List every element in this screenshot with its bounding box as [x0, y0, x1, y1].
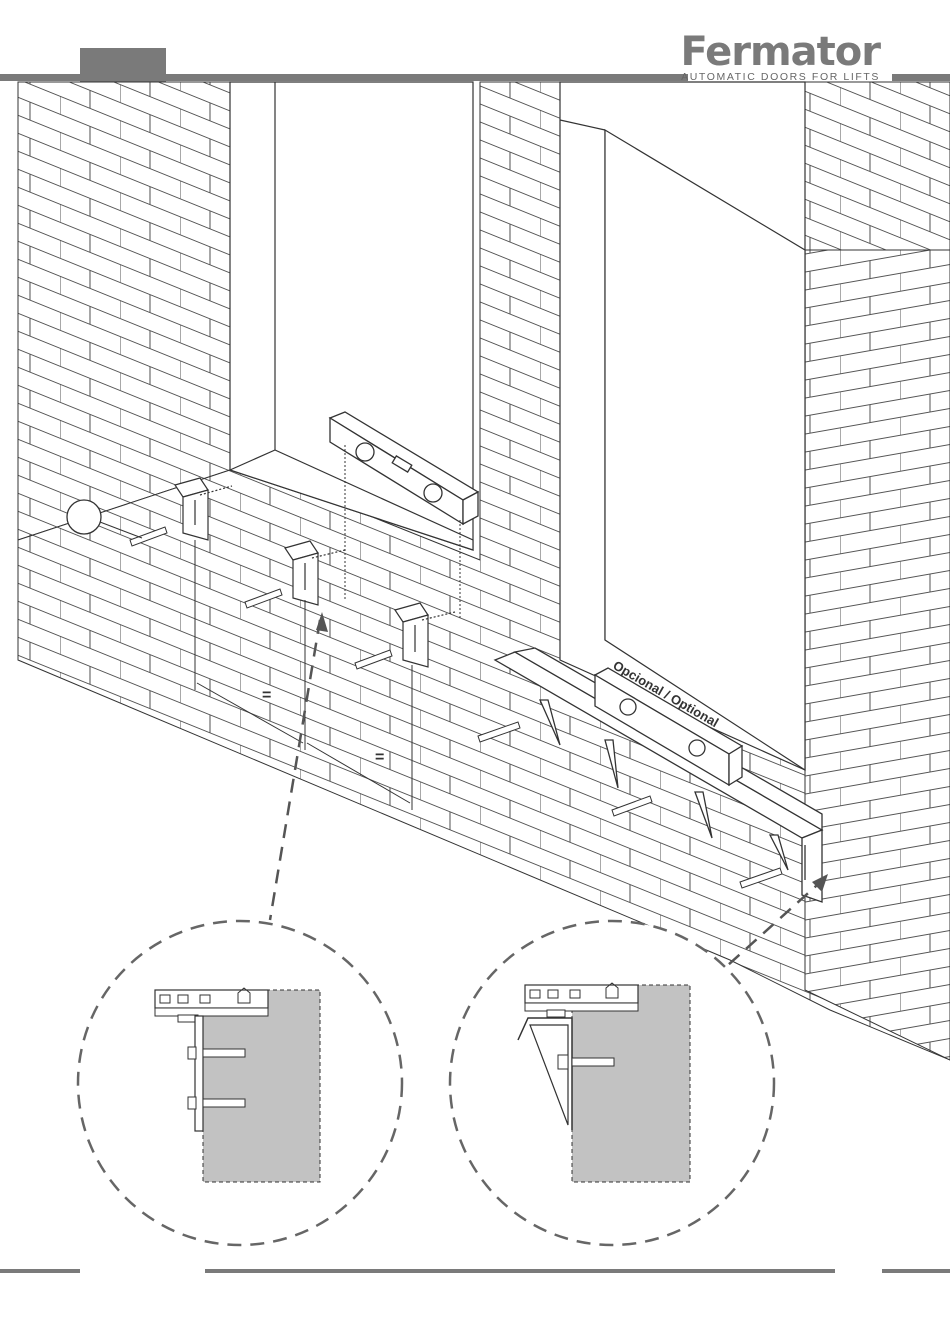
- detail-view-rail: [450, 921, 774, 1245]
- door-opening-right: [560, 82, 805, 770]
- detail-view-bracket: [78, 921, 402, 1245]
- equal-mark-1: =: [262, 687, 271, 704]
- equal-mark-2: =: [375, 749, 384, 766]
- detail-callout-circle: [67, 500, 101, 534]
- brick-wall: [18, 82, 950, 1060]
